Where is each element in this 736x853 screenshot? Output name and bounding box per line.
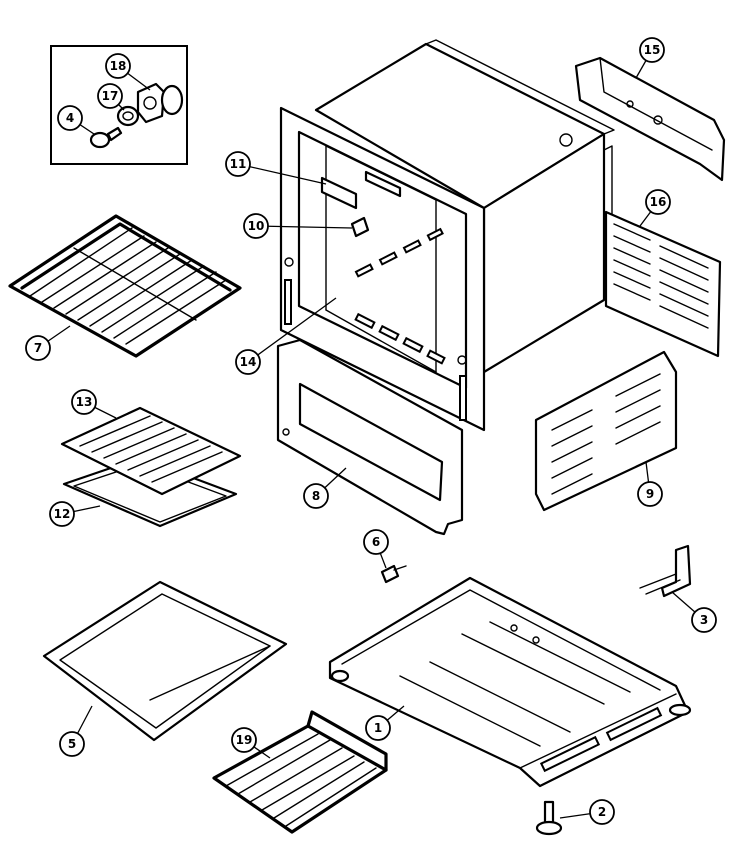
callout-circle [365,715,391,741]
callout-circle [639,37,665,63]
top-rear-panel [574,56,726,182]
callout-number: 10 [248,219,265,233]
callout-14: 14 [235,297,337,375]
callout-9: 9 [637,461,663,507]
callout-number: 12 [54,507,71,521]
oven-base [328,576,692,788]
leveling-leg [535,800,563,836]
callout-number: 13 [76,395,93,409]
callout-circle [235,349,261,375]
callout-circle [589,799,615,825]
callout-number: 5 [68,737,76,751]
callout-number: 3 [700,613,708,627]
callout-circle [71,389,97,415]
callout-circle [303,483,329,509]
callout-circle [363,529,389,555]
callout-number: 14 [240,355,257,369]
callout-number: 19 [236,733,253,747]
callout-circle [97,83,123,109]
callout-circle [645,189,671,215]
callout-number: 16 [650,195,667,209]
callout-8: 8 [303,467,347,509]
callout-circle [25,335,51,361]
callout-circle [105,53,131,79]
callout-19: 19 [231,727,271,759]
callout-number: 17 [102,89,119,103]
screw [380,564,407,584]
callout-5: 5 [59,705,93,757]
callout-circle [691,607,717,633]
callout-10: 10 [243,213,353,239]
callout-circle [637,481,663,507]
callout-circle [225,151,251,177]
lamp-inset [50,45,188,165]
callout-7: 7 [25,325,71,361]
callout-circle [231,727,257,753]
callout-circle [59,731,85,757]
callout-6: 6 [363,529,389,569]
callout-11: 11 [225,151,327,185]
callout-number: 2 [598,805,606,819]
callout-number: 1 [374,721,382,735]
callout-number: 15 [644,43,661,57]
callout-number: 8 [312,489,320,503]
callout-16: 16 [639,189,671,227]
callout-leader-line [255,225,353,229]
callout-4: 4 [57,105,95,135]
callout-2: 2 [559,799,615,825]
callout-circle [243,213,269,239]
callout-17: 17 [97,83,125,111]
callout-circle [57,105,83,131]
broiler-pan [60,406,242,528]
storage-drawer [42,580,288,742]
callout-number: 9 [646,487,654,501]
wire-rack [212,710,388,834]
callout-circle [49,501,75,527]
callout-13: 13 [71,389,117,419]
oven-rack [8,214,242,358]
callout-number: 4 [66,111,74,125]
callout-3: 3 [671,591,717,633]
cavity-bottom-slots [354,227,446,365]
callout-1: 1 [365,705,405,741]
callout-leader-line [247,297,337,363]
drawer-front [276,338,464,536]
oven-cavity [279,39,615,432]
side-panel-upper [604,210,722,358]
bracket [639,544,692,598]
callout-number: 6 [372,535,380,549]
callout-leader-line [237,163,327,185]
callout-18: 18 [105,53,151,91]
callout-number: 7 [34,341,42,355]
callout-12: 12 [49,501,101,527]
callout-number: 11 [230,157,247,171]
side-panel-lower [534,350,678,512]
callout-number: 18 [110,59,127,73]
callout-15: 15 [635,37,665,79]
